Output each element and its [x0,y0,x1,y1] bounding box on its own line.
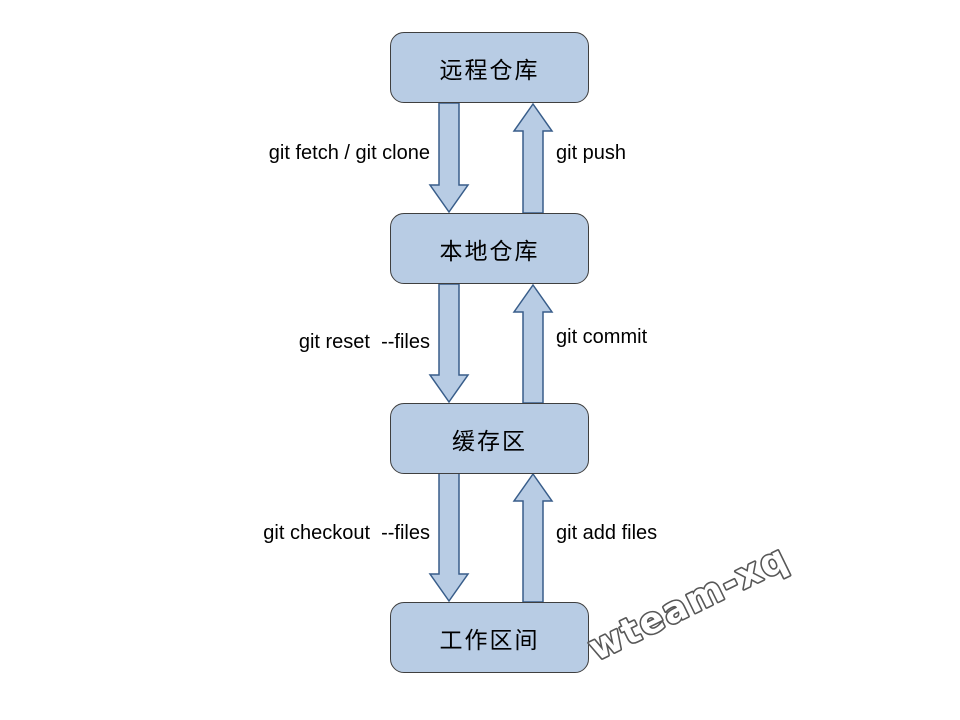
edge-label-git-fetch-clone: git fetch / git clone [268,142,430,164]
node-workspace-label: 工作区间 [439,627,540,654]
node-remote-repository: 远程仓库 [390,32,589,103]
edge-label-git-add: git add files [556,522,658,544]
down-arrow-staging-to-workspace-icon [428,472,470,603]
watermark-text: wteam-xq [582,537,795,669]
up-arrow-staging-to-local-icon [512,283,554,404]
edge-label-git-checkout: git checkout --files [263,522,430,544]
node-local-repository-label: 本地仓库 [439,238,540,265]
down-arrow-remote-to-local-icon [428,102,470,214]
edge-label-git-commit: git commit [556,326,648,348]
up-arrow-workspace-to-staging-icon [512,472,554,603]
edge-label-git-reset: git reset --files [298,331,430,353]
node-staging-area: 缓存区 [390,403,589,474]
edge-label-git-push: git push [556,142,627,164]
node-remote-repository-label: 远程仓库 [439,57,540,84]
node-local-repository: 本地仓库 [390,213,589,284]
up-arrow-local-to-remote-icon [512,102,554,214]
node-workspace: 工作区间 [390,602,589,673]
node-staging-area-label: 缓存区 [452,428,527,455]
down-arrow-local-to-staging-icon [428,283,470,404]
